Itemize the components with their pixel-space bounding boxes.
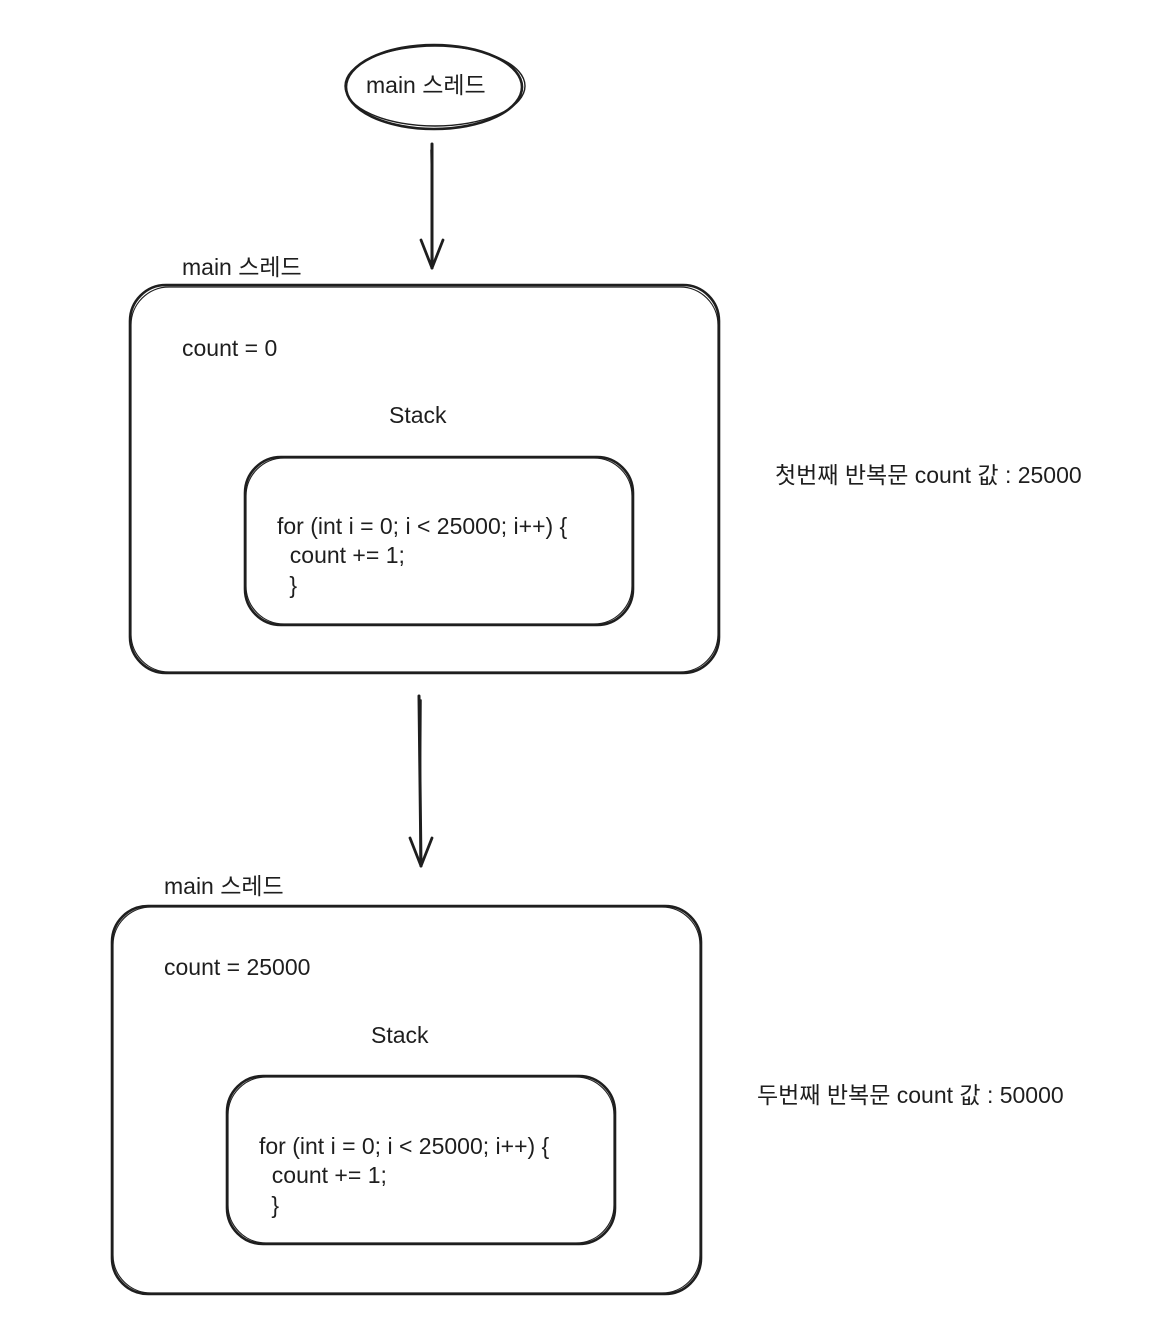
frame-1-thread-box [128,283,721,675]
frame-2-stack-box-sketch [227,1076,615,1244]
frame-1-stack-box-sketch [245,457,633,625]
start-node-label: main 스레드 [366,72,486,98]
frame-1-stack-label: Stack [389,402,447,428]
frame-1-thread-label: main 스레드 [182,254,302,280]
frame-1-annotation: 첫번째 반복문 count 값 : 25000 [775,462,1082,488]
start-node-ellipse-sketch [344,45,526,127]
frame-1-thread-box-sketch [130,286,719,673]
frame-1-stack-box [243,455,635,627]
frame-1-code-line-1: for (int i = 0; i < 25000; i++) { [277,513,568,539]
frame-2-code-line-2: count += 1; [259,1162,387,1188]
frame-2-thread-box [110,904,703,1296]
frame-2-code-line-1: for (int i = 0; i < 25000; i++) { [259,1133,550,1159]
frame-1-code-line-2: count += 1; [277,542,405,568]
frame-2-stack-label: Stack [371,1022,429,1048]
frame-1-count-text: count = 0 [182,335,278,361]
frame-2-annotation: 두번째 반복문 count 값 : 50000 [757,1082,1064,1108]
arrow-frame-1-to-frame-2 [408,694,434,868]
frame-2-thread-label: main 스레드 [164,873,284,899]
start-node-ellipse [344,43,524,131]
frame-2-count-text: count = 25000 [164,954,311,980]
frame-1-code-line-3: } [283,572,298,598]
arrow-start-to-frame-1 [419,142,445,270]
frame-2-stack-box [225,1074,617,1246]
frame-2-thread-box-sketch [112,906,701,1294]
frame-2-code-line-3: } [265,1192,280,1218]
